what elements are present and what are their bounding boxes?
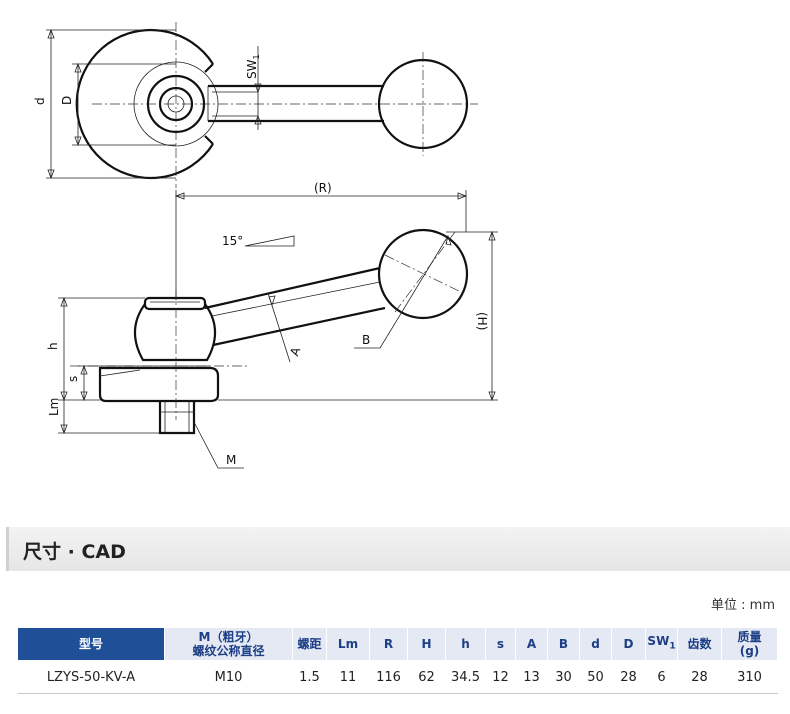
cell-a: 13	[515, 660, 548, 694]
header-mass-line1: 质量	[737, 630, 762, 644]
header-D: D	[611, 627, 646, 661]
technical-drawing: d D SW1 (R)	[33, 22, 498, 469]
table-header-row: 型号 M（粗牙）螺纹公称直径 螺距 Lm R H h s A B d D SW1…	[17, 627, 778, 661]
cell-lm: 11	[326, 660, 370, 694]
header-a: A	[515, 627, 548, 661]
header-h: h	[445, 627, 486, 661]
header-sw1: SW1	[645, 627, 678, 661]
unit-note: 单位 : mm	[711, 598, 775, 613]
header-r: R	[369, 627, 408, 661]
cell-h: 34.5	[445, 660, 486, 694]
header-model: 型号	[17, 627, 165, 661]
cell-b: 30	[547, 660, 580, 694]
cell-r: 116	[369, 660, 408, 694]
header-mass-line2: (g)	[739, 644, 760, 658]
header-s: s	[485, 627, 516, 661]
header-mass: 质量(g)	[721, 627, 778, 661]
dim-label-D: D	[60, 96, 74, 105]
angle-label: 15°	[222, 234, 243, 248]
dim-label-d: d	[33, 97, 47, 105]
header-teeth: 齿数	[677, 627, 722, 661]
section-title: 尺寸 · CAD	[23, 541, 126, 563]
dim-label-sw1: SW	[245, 59, 259, 79]
header-lm: Lm	[326, 627, 370, 661]
cell-d: 50	[579, 660, 612, 694]
cell-teeth: 28	[677, 660, 722, 694]
header-m: M（粗牙）螺纹公称直径	[164, 627, 293, 661]
header-H: H	[407, 627, 446, 661]
cell-sw1: 6	[645, 660, 678, 694]
header-m-line2: 螺纹公称直径	[192, 644, 265, 658]
cell-s: 12	[485, 660, 516, 694]
header-sw: SW	[647, 634, 670, 649]
dim-label-B: B	[362, 333, 370, 347]
cell-mass: 310	[721, 660, 778, 694]
dim-label-M: M	[226, 453, 236, 467]
dim-label-sw1-sub: 1	[252, 54, 261, 59]
top-view: d D SW1	[33, 22, 478, 188]
spec-table: 型号 M（粗牙）螺纹公称直径 螺距 Lm R H h s A B d D SW1…	[17, 627, 778, 694]
dim-label-A: A	[287, 345, 303, 358]
svg-text:SW1: SW1	[245, 54, 261, 79]
dim-label-Lm: Lm	[47, 398, 61, 416]
table-row: LZYS-50-KV-A M10 1.5 11 116 62 34.5 12 1…	[17, 660, 778, 694]
header-pitch: 螺距	[292, 627, 327, 661]
side-view: (R) 15° (H) h s Lm A B M	[46, 181, 498, 469]
dim-label-H: (H)	[475, 312, 489, 330]
cell-pitch: 1.5	[292, 660, 327, 694]
dim-label-s: s	[66, 376, 80, 382]
cell-H: 62	[407, 660, 446, 694]
cell-model: LZYS-50-KV-A	[17, 660, 165, 694]
dim-label-h: h	[46, 342, 60, 350]
dim-label-R: (R)	[314, 181, 332, 195]
section-header: 尺寸 · CAD	[6, 527, 790, 571]
header-b: B	[547, 627, 580, 661]
header-d: d	[579, 627, 612, 661]
header-sw-sub: 1	[669, 641, 676, 652]
cell-D: 28	[611, 660, 646, 694]
header-m-line1: M（粗牙）	[198, 630, 259, 644]
cell-m: M10	[164, 660, 293, 694]
